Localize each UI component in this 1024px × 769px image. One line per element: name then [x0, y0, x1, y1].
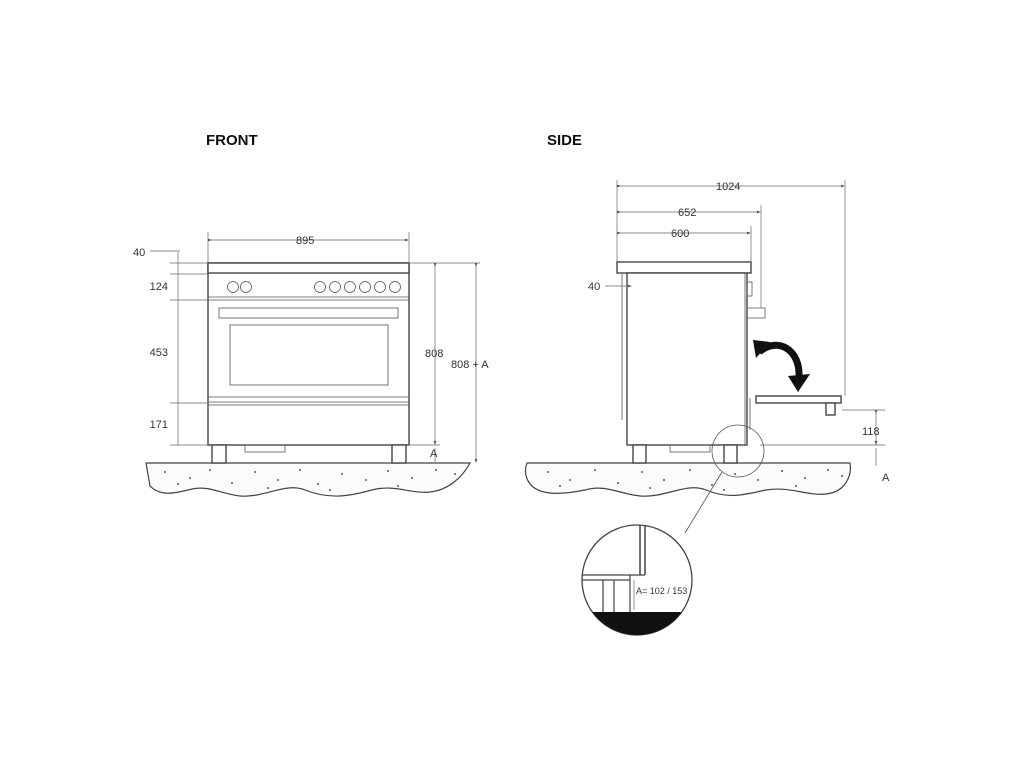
front-knobs — [227, 281, 401, 293]
side-view: SIDE — [524, 132, 890, 636]
front-plinth — [244, 444, 286, 453]
side-knob — [746, 281, 753, 297]
side-feet-label: A — [882, 472, 890, 484]
side-cooktop — [616, 261, 752, 274]
front-floor-dots — [164, 469, 456, 491]
side-cooker-body — [626, 272, 748, 446]
side-foot-left — [632, 444, 647, 464]
side-door-handle — [825, 402, 836, 416]
side-body-depth-label: 600 — [671, 228, 689, 240]
front-oven-handle — [218, 307, 399, 319]
front-drawer-label: 171 — [150, 419, 168, 431]
front-foot-right — [391, 444, 407, 464]
front-oven-label: 453 — [150, 347, 168, 359]
front-feet-label: A — [430, 448, 438, 460]
front-top-offset-label: 40 — [133, 247, 145, 259]
side-detail-label: A= 102 / 153 — [636, 586, 687, 596]
side-door-arrow — [756, 341, 803, 377]
side-total-depth-label: 1024 — [716, 181, 740, 193]
front-view: FRONT — [133, 132, 489, 497]
side-floor — [524, 462, 851, 497]
front-foot-left — [211, 444, 227, 464]
side-detail-view: A= 102 / 153 — [581, 524, 693, 636]
side-floor-dots — [547, 469, 843, 491]
side-foot-right — [723, 444, 738, 464]
front-title: FRONT — [206, 132, 258, 149]
side-detail-marker — [711, 424, 765, 478]
side-depth-handle-label: 652 — [678, 207, 696, 219]
side-title: SIDE — [547, 132, 582, 149]
front-oven-window — [229, 324, 389, 386]
front-height-feet-label: 808 + A — [451, 359, 489, 371]
front-cooktop — [207, 262, 410, 274]
side-plinth — [669, 444, 711, 453]
side-door-clearance-label: 118 — [862, 426, 880, 438]
front-cooker-body — [207, 262, 410, 446]
front-height-label: 808 — [425, 348, 443, 360]
side-door-open — [755, 395, 842, 404]
side-top-offset-label: 40 — [588, 281, 600, 293]
side-handle — [747, 307, 766, 319]
front-width-label: 895 — [296, 235, 314, 247]
front-floor — [145, 462, 472, 497]
front-control-panel-label: 124 — [150, 281, 168, 293]
